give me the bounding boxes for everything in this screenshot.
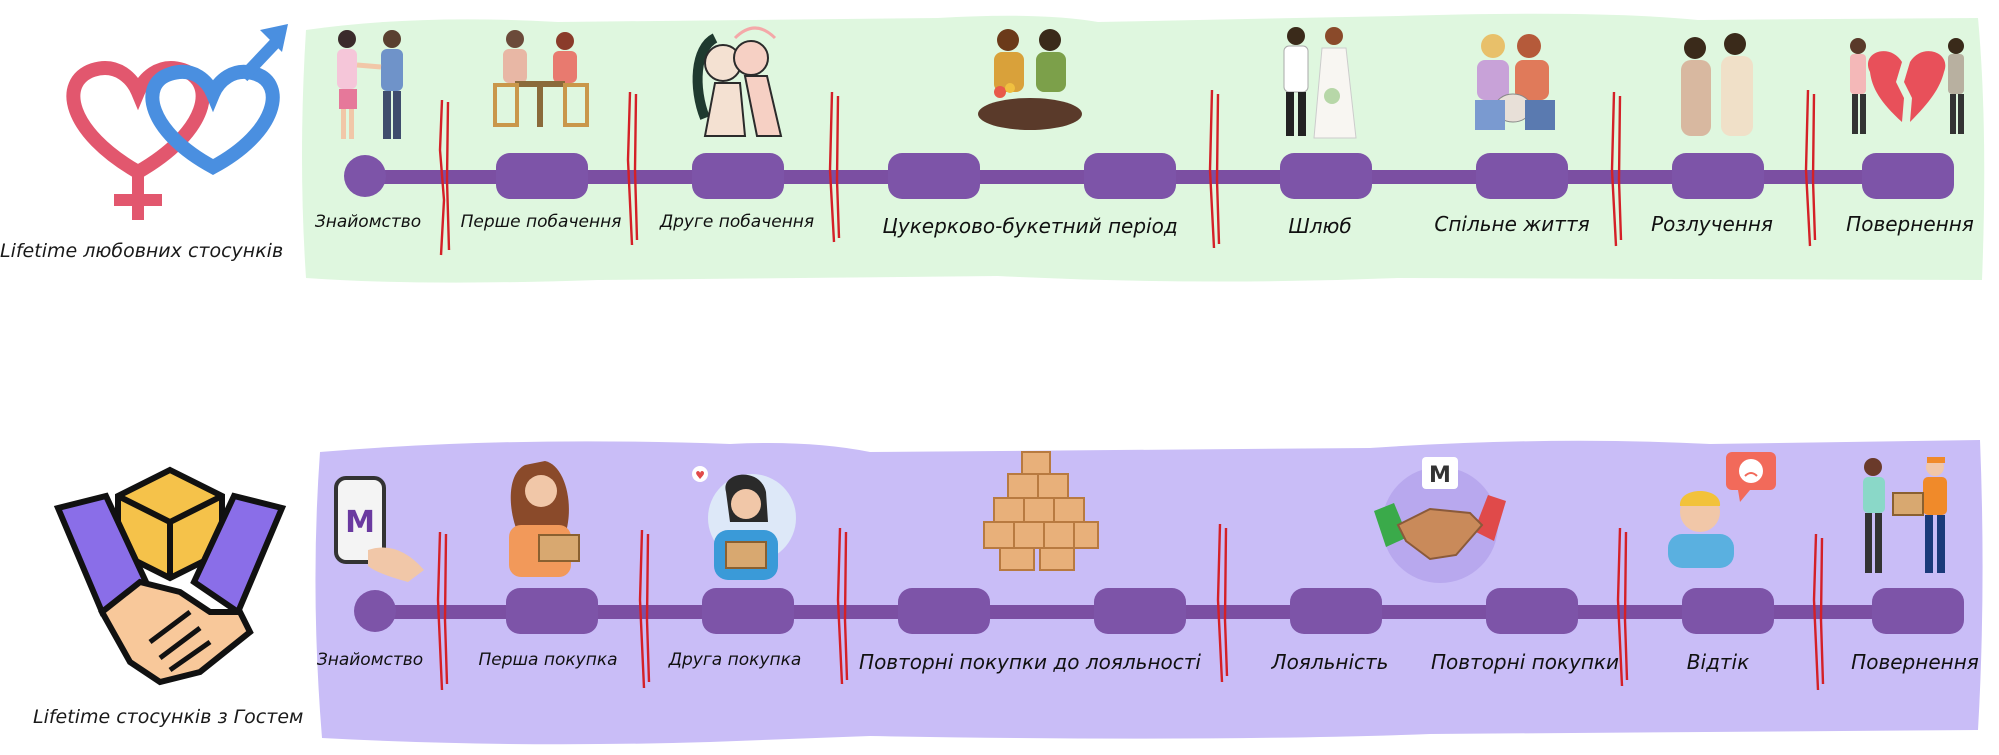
handshake-couple-icon (325, 25, 415, 149)
guest-stage-label: Знайомство (316, 650, 424, 670)
guest-stage-node (1094, 588, 1186, 634)
sad-couple-icon (1665, 30, 1765, 144)
guest-stage-node (1872, 588, 1964, 634)
woman-parcel-heart-icon: ♥ (690, 462, 800, 586)
guest-stage-node (702, 588, 794, 634)
love-stage-label: Друге побачення (659, 212, 815, 232)
guest-stage-label: Повторні покупки (1430, 650, 1620, 674)
boxes-stack-icon (980, 448, 1100, 577)
family-dog-icon (1455, 28, 1575, 142)
love-stage-label: Знайомство (314, 212, 422, 232)
guest-stage-node (1486, 588, 1578, 634)
kiss-couple-icon (685, 18, 785, 142)
flowers-couple-icon (970, 20, 1090, 144)
guest-stage-label: Відтік (1686, 650, 1750, 674)
broken-heart-couple-icon (1840, 32, 1970, 146)
love-stage-node (1476, 153, 1568, 199)
love-stage-node (1672, 153, 1764, 199)
guest-start-node (354, 590, 396, 632)
guest-stage-node (1290, 588, 1382, 634)
svg-text:M: M (1429, 463, 1451, 488)
guest-stage-label: Повернення (1851, 650, 1979, 674)
guest-stage-node (506, 588, 598, 634)
wedding-couple-icon (1270, 22, 1360, 146)
phone-app-icon: M (328, 470, 428, 589)
cafe-date-icon (485, 25, 595, 139)
guest-stage-label: Повторні покупки до лояльності (859, 650, 1201, 674)
love-stage-node (888, 153, 980, 199)
love-stage-label: Спільне життя (1434, 212, 1590, 236)
love-stage-node (1862, 153, 1954, 199)
love-stage-label: Шлюб (1288, 214, 1352, 238)
love-timeline-title: Lifetime любовних стосунків (0, 240, 284, 262)
love-stage-label: Цукерково-букетний період (882, 214, 1178, 238)
handshake-box-icon (50, 462, 290, 692)
svg-text:♥: ♥ (695, 469, 705, 482)
guest-stage-node (898, 588, 990, 634)
guest-stage-label: Перша покупка (478, 650, 618, 670)
unhappy-guest-icon (1660, 450, 1780, 574)
delivery-handover-icon (1855, 455, 1955, 584)
gender-hearts-icon (38, 22, 288, 237)
handshake-brand-icon: M (1370, 455, 1510, 589)
guest-stage-label: Лояльність (1271, 650, 1389, 674)
svg-text:M: M (345, 505, 375, 540)
love-stage-node (496, 153, 588, 199)
love-stage-label: Повернення (1846, 212, 1974, 236)
guest-stage-label: Друга покупка (668, 650, 802, 670)
love-stage-node (1084, 153, 1176, 199)
love-start-node (344, 155, 386, 197)
woman-parcel-icon (495, 455, 595, 584)
love-stage-label: Перше побачення (460, 212, 622, 232)
guest-stage-node (1682, 588, 1774, 634)
love-stage-node (1280, 153, 1372, 199)
love-stage-node (692, 153, 784, 199)
guest-timeline-title: Lifetime стосунків з Гостем (33, 706, 304, 728)
love-stage-label: Розлучення (1651, 212, 1773, 236)
